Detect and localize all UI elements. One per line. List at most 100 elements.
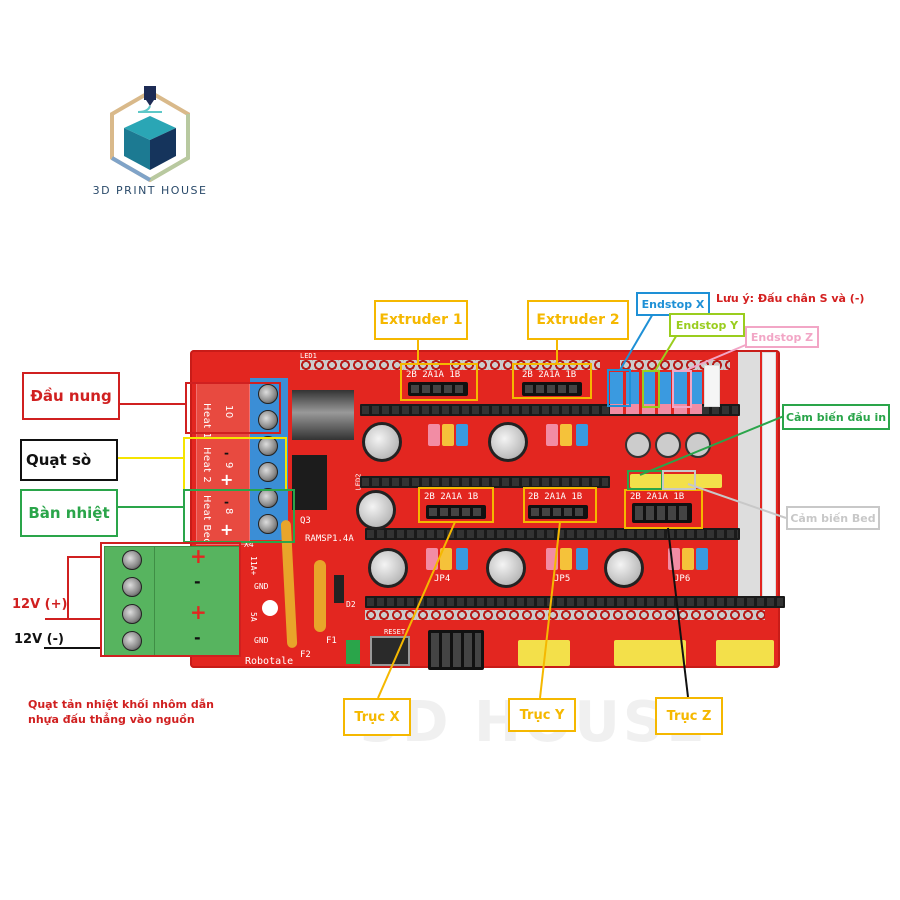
maker-label: Robotale	[245, 656, 294, 667]
screw	[122, 577, 142, 597]
thermistor-pins[interactable]	[630, 474, 722, 488]
microstep-jumper-ms1[interactable]	[546, 424, 558, 446]
cam-bien-dau-in-leader	[639, 415, 785, 476]
note-s-minus: Lưu ý: Đấu chân S và (-)	[716, 292, 865, 305]
heat2-minus: -	[224, 446, 229, 460]
microstep-jumper-ms3[interactable]	[576, 548, 588, 570]
endstop-z-leader	[683, 343, 749, 372]
cap-small	[685, 432, 711, 458]
driver-socket-row	[365, 528, 740, 540]
capacitor	[362, 422, 402, 462]
z-pin-label: 2B 2A1A 1B	[630, 492, 685, 502]
screw	[258, 384, 278, 404]
extruder1-motor-connector[interactable]	[408, 382, 468, 396]
cap-small	[625, 432, 651, 458]
driver-socket-row	[365, 596, 785, 608]
power-plus-1: +	[190, 544, 207, 568]
x-motor-connector[interactable]	[426, 505, 486, 519]
screw	[122, 550, 142, 570]
label-truc-z: Trục Z	[655, 697, 723, 735]
brand-logo	[100, 84, 200, 184]
quat-so-highlight	[183, 437, 287, 491]
label-dau-nung: Đầu nung	[22, 372, 120, 420]
extruder2-highlight	[512, 363, 592, 399]
cube-logo-icon	[110, 86, 190, 183]
f1-label: F1	[326, 636, 337, 646]
diode-d2	[334, 575, 344, 603]
mosfet	[292, 455, 327, 510]
endstop-z-highlight	[672, 370, 692, 408]
capacitor	[604, 548, 644, 588]
screw	[258, 410, 278, 430]
cam-bien-bed-leader	[687, 483, 787, 519]
z-motor-connector[interactable]	[632, 503, 692, 523]
z-axis-highlight	[624, 489, 703, 529]
fan-note: Quạt tản nhiệt khối nhôm dẫn nhựa đấu th…	[28, 697, 214, 727]
microstep-jumper-ms3[interactable]	[456, 424, 468, 446]
y-motor-connector[interactable]	[528, 505, 588, 519]
power-minus-2: -	[194, 628, 201, 647]
y-axis-leader	[539, 521, 561, 699]
icsp-header	[428, 630, 484, 670]
microstep-jumper-ms2[interactable]	[682, 548, 694, 570]
fan-note-line2: nhựa đấu thẳng vào nguồn	[28, 713, 195, 726]
capacitor	[486, 548, 526, 588]
q3-label: Q3	[300, 516, 311, 526]
microstep-jumper-ms2[interactable]	[440, 548, 452, 570]
ban-nhiet-highlight	[183, 489, 295, 543]
microstep-jumper-ms1[interactable]	[428, 424, 440, 446]
extruder2-motor-connector[interactable]	[522, 382, 582, 396]
top-pin-row	[620, 360, 730, 370]
endstop-connector-block[interactable]	[610, 372, 702, 404]
x-axis-highlight	[418, 487, 494, 523]
microstep-jumper-ms2[interactable]	[560, 424, 572, 446]
microstep-jumper-ms3[interactable]	[696, 548, 708, 570]
capacitor	[368, 548, 408, 588]
screw	[258, 514, 278, 534]
driver-socket-row	[360, 476, 610, 488]
microstep-jumper-ms3[interactable]	[456, 548, 468, 570]
microstep-jumper-ms2[interactable]	[442, 424, 454, 446]
mosfet-heatsink	[292, 390, 354, 440]
power-plug-body	[154, 546, 240, 656]
heater-screw-terminal[interactable]	[250, 378, 288, 540]
heatbed-plus: +	[220, 520, 234, 539]
jp4-label: JP4	[434, 574, 451, 584]
microstep-jumper-ms1[interactable]	[426, 548, 438, 570]
heatbed-minus: -	[224, 495, 229, 509]
mount-hole	[262, 600, 278, 616]
label-endstop-z: Endstop Z	[745, 326, 819, 348]
capacitor	[356, 490, 396, 530]
e1-pin-label: 2B 2A1A 1B	[522, 370, 577, 380]
aux-header-right	[738, 352, 760, 602]
screw	[258, 462, 278, 482]
microstep-jumper-ms2[interactable]	[560, 548, 572, 570]
brand-name: 3D PRINT HOUSE	[92, 184, 208, 197]
label-12v-plus: 12V (+)	[12, 597, 68, 612]
extruder1-highlight	[400, 363, 478, 401]
label-truc-y: Trục Y	[508, 698, 576, 732]
endstop-x-highlight	[607, 369, 631, 407]
dau-nung-highlight	[185, 382, 281, 434]
label-cam-bien-dau-in: Cảm biến đầu in	[782, 404, 890, 430]
d2-label: D2	[346, 600, 356, 609]
endstop-y-highlight	[642, 370, 660, 408]
x-axis-leader	[377, 521, 456, 699]
jumper-green[interactable]	[346, 640, 360, 664]
y-pin-label: 2B 2A1A 1B	[528, 492, 583, 502]
e0-pin-label: 2B 2A1A 1B	[406, 370, 461, 380]
aux-yellow-pins[interactable]	[716, 640, 774, 666]
microstep-jumper-ms3[interactable]	[576, 424, 588, 446]
x4-label: X4	[244, 540, 254, 549]
screw	[258, 488, 278, 508]
f2-label: F2	[300, 650, 311, 660]
label-endstop-y: Endstop Y	[669, 313, 745, 337]
screw	[122, 631, 142, 651]
aux-yellow-pins[interactable]	[614, 640, 686, 666]
label-12v-minus: 12V (-)	[14, 632, 64, 647]
cam-bien-bed-highlight	[662, 470, 696, 490]
label-quat-so: Quạt sò	[20, 439, 118, 481]
gnd-label-2: GND	[254, 636, 269, 645]
screw	[122, 604, 142, 624]
